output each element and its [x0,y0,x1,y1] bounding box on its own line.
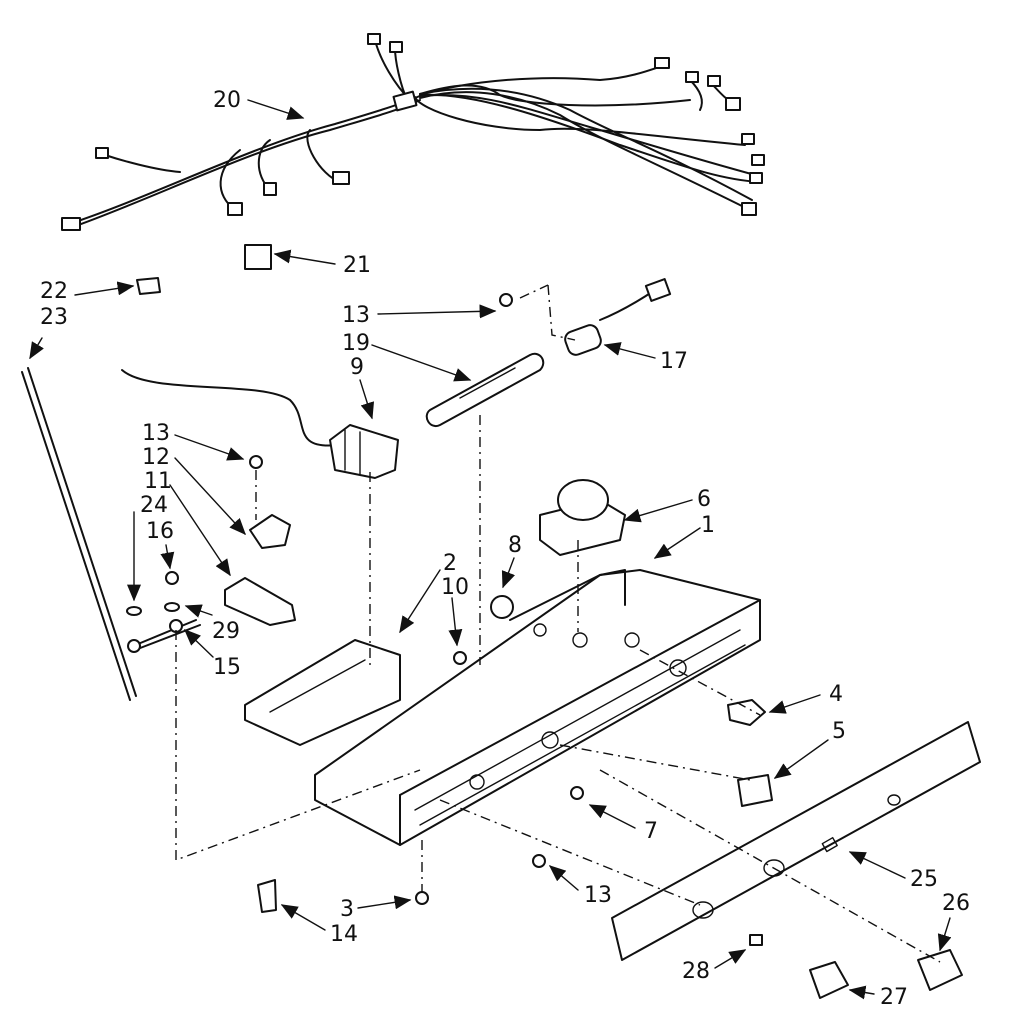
callout-19: 19 [342,331,370,356]
callout-4: 4 [829,682,843,707]
callout-6: 6 [697,487,711,512]
callout-14: 14 [330,922,358,947]
callout-26: 26 [942,891,970,916]
callout-13b: 13 [142,421,170,446]
switch-4 [727,699,766,726]
knob-27 [809,961,849,999]
callout-23: 23 [40,305,68,330]
callout-8: 8 [508,533,522,558]
callout-22: 22 [40,279,68,304]
callout-21: 21 [343,253,371,278]
screw-7 [570,786,584,800]
rod-23 [21,371,131,701]
clip-22 [136,277,161,295]
callout-16: 16 [146,519,174,544]
callout-28: 28 [682,959,710,984]
callout-29: 29 [212,619,240,644]
switch-5 [737,774,773,807]
callout-1: 1 [701,513,715,538]
callout-13a: 13 [342,303,370,328]
callout-5: 5 [832,719,846,744]
knob-26 [917,949,963,991]
callout-27: 27 [880,985,908,1010]
wire-harness [61,33,765,231]
callout-9: 9 [350,355,364,380]
callout-17: 17 [660,349,688,374]
leader-arrows [29,99,952,1000]
callout-7: 7 [644,819,658,844]
bracket-12 [249,514,291,549]
callout-labels: 20 21 22 23 13 19 17 9 13 12 11 24 16 29… [40,88,970,1010]
relay-9 [329,424,399,479]
callout-11: 11 [144,469,172,494]
control-housing-1 [314,569,761,846]
callout-12: 12 [142,445,170,470]
washer-29 [164,602,180,612]
callout-15: 15 [213,655,241,680]
callout-2: 2 [443,551,457,576]
callout-20: 20 [213,88,241,113]
control-panel-25 [611,721,981,961]
screw-13-top [499,293,513,307]
screw-10 [453,651,467,665]
washer-24 [126,606,142,616]
callout-25: 25 [910,867,938,892]
clip-14 [257,879,277,913]
grommet-8 [490,595,514,619]
control-11 [224,577,296,626]
lever-15 [134,624,201,651]
callout-10: 10 [441,575,469,600]
screw-3 [415,891,429,905]
wire-clip-21 [244,244,272,270]
bracket-2 [244,639,401,746]
callout-13c: 13 [584,883,612,908]
callout-3: 3 [340,897,354,922]
clip-28 [749,934,763,946]
light-bulb-19 [425,352,545,428]
screw-13-bottom [532,854,546,868]
screw-13-mid [249,455,263,469]
screw-16 [165,571,179,585]
callout-24: 24 [140,493,168,518]
socket-17 [564,324,602,356]
